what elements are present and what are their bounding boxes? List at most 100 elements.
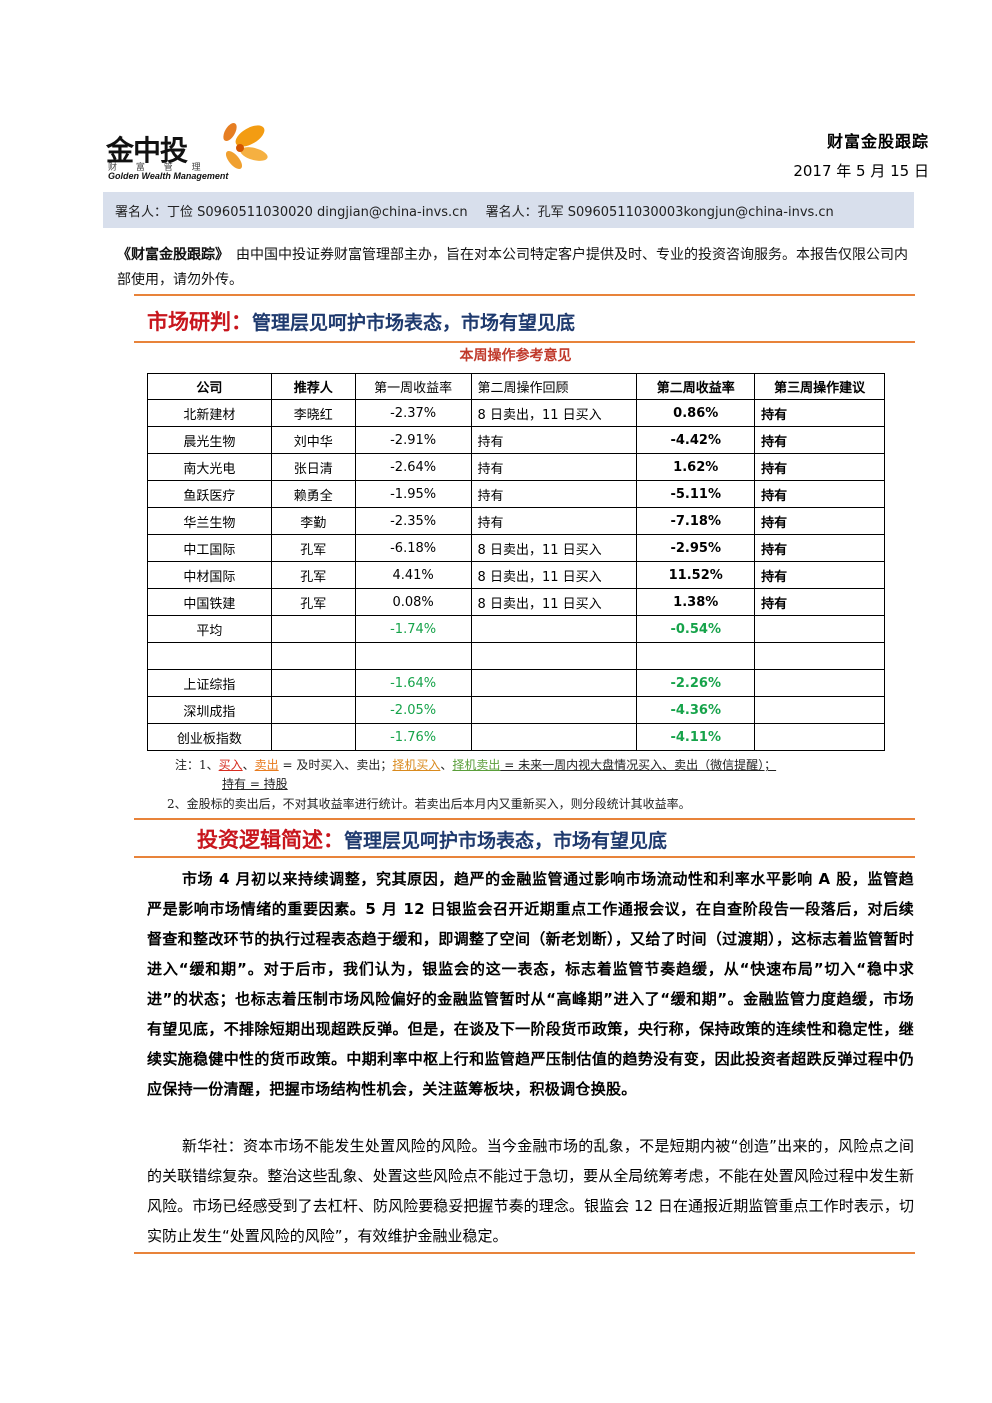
cell-week2-review: 8 日卖出，11 日买入 — [470, 399, 638, 427]
table-row: 鱼跃医疗赖勇全-1.95%持有-5.11%持有 — [147, 480, 885, 508]
cell-empty — [754, 696, 885, 724]
divider — [134, 856, 915, 858]
cell-empty — [270, 696, 356, 724]
cell-week3-advice: 持有 — [754, 507, 885, 535]
table-row: 中工国际孔军-6.18%8 日卖出，11 日买入-2.95%持有 — [147, 534, 885, 562]
section-key: 投资逻辑简述： — [197, 828, 344, 852]
intro-text: 由中国中投证券财富管理部主办，旨在对本公司特定客户提供及时、专业的投资咨询服务。… — [117, 247, 908, 288]
cell-empty — [270, 615, 356, 643]
cell-empty — [354, 642, 472, 670]
section-title-market: 市场研判：管理层见呵护市场表态，市场有望见底 — [147, 306, 575, 336]
cell-week3-advice: 持有 — [754, 480, 885, 508]
col-header: 第二周操作回顾 — [470, 373, 638, 400]
cell-company: 华兰生物 — [147, 507, 272, 535]
col-header: 第二周收益率 — [636, 373, 756, 400]
cell-recommender: 孔军 — [270, 534, 356, 562]
analysis-paragraph: 市场 4 月初以来持续调整，究其原因，趋严的金融监管通过影响市场流动性和利率水平… — [147, 870, 914, 1098]
blank-row — [147, 642, 885, 670]
cell-company: 北新建材 — [147, 399, 272, 427]
table-header-row: 公司 推荐人 第一周收益率 第二周操作回顾 第二周收益率 第三周操作建议 — [147, 373, 885, 400]
note-sep: 、 — [440, 758, 453, 772]
signer-1: 署名人：丁俭 S0960511030020 dingjian@china-inv… — [115, 204, 468, 220]
cell-company: 晨光生物 — [147, 426, 272, 454]
cell-recommender: 孔军 — [270, 588, 356, 616]
cell-week1-return: -1.64% — [354, 669, 472, 697]
cell-recommender: 李晓红 — [270, 399, 356, 427]
cell-week2-review: 8 日卖出，11 日买入 — [470, 588, 638, 616]
cell-week1-return: -2.37% — [354, 399, 472, 427]
table-row: 晨光生物刘中华-2.91%持有-4.42%持有 — [147, 426, 885, 454]
cell-empty — [636, 642, 756, 670]
cell-company: 鱼跃医疗 — [147, 480, 272, 508]
intro-paragraph: 《财富金股跟踪》 由中国中投证券财富管理部主办，旨在对本公司特定客户提供及时、专… — [117, 243, 917, 293]
signer-bar: 署名人：丁俭 S0960511030020 dingjian@china-inv… — [103, 192, 914, 228]
note-text: = 及时买入、卖出； — [278, 758, 393, 772]
note-prefix: 注：1、 — [175, 758, 219, 772]
cell-recommender: 张日清 — [270, 453, 356, 481]
divider — [134, 294, 915, 296]
cell-recommender: 刘中华 — [270, 426, 356, 454]
note-opt-sell: 择机卖出 — [452, 758, 501, 772]
cell-empty — [270, 642, 356, 670]
note-sep: 、 — [242, 758, 255, 772]
cell-week2-return: -5.11% — [636, 480, 756, 508]
cell-week2-review: 持有 — [470, 507, 638, 535]
cell-week2-review: 持有 — [470, 480, 638, 508]
section-subtitle: 管理层见呵护市场表态，市场有望见底 — [252, 312, 576, 334]
col-header: 第一周收益率 — [354, 373, 472, 400]
cell-week1-return: -1.76% — [354, 723, 472, 751]
cell-week3-advice: 持有 — [754, 561, 885, 589]
cell-empty — [470, 642, 638, 670]
cell-week2-return: -4.11% — [636, 723, 756, 751]
cell-week2-review: 持有 — [470, 426, 638, 454]
logo-subtitle: 财 富 管 理 — [108, 163, 209, 173]
note-1: 注：1、买入、卖出 = 及时买入、卖出；择机买入、择机卖出 = 未来一周内视大盘… — [175, 756, 776, 773]
cell-index-name: 深圳成指 — [147, 696, 272, 724]
cell-week3-advice: 持有 — [754, 426, 885, 454]
report-date: 2017 年 5 月 15 日 — [793, 162, 929, 180]
cell-week1-return: -2.35% — [354, 507, 472, 535]
cell-week2-return: -2.95% — [636, 534, 756, 562]
cell-index-name: 创业板指数 — [147, 723, 272, 751]
cell-week3-advice: 持有 — [754, 453, 885, 481]
cell-week2-review: 8 日卖出，11 日买入 — [470, 561, 638, 589]
signer-2: 署名人：孔军 S0960511030003kongjun@china-invs.… — [485, 204, 834, 220]
cell-empty — [754, 615, 885, 643]
intro-title: 《财富金股跟踪》 — [117, 247, 222, 263]
cell-week1-return: -2.91% — [354, 426, 472, 454]
cell-week2-return: 11.52% — [636, 561, 756, 589]
cell-label: 平均 — [147, 615, 272, 643]
cell-week2-return: -4.36% — [636, 696, 756, 724]
cell-empty — [470, 615, 638, 643]
table-row: 华兰生物李勤-2.35%持有-7.18%持有 — [147, 507, 885, 535]
cell-week1-return: -1.74% — [354, 615, 472, 643]
index-row: 创业板指数 -1.76% -4.11% — [147, 723, 885, 751]
note-hold: 持有 = 持股 — [222, 777, 288, 791]
table-caption: 本周操作参考意见 — [459, 348, 572, 364]
col-header: 第三周操作建议 — [754, 373, 885, 400]
cell-recommender: 孔军 — [270, 561, 356, 589]
col-header: 推荐人 — [270, 373, 356, 400]
report-name: 财富金股跟踪 — [826, 132, 929, 151]
cell-week2-return: -4.42% — [636, 426, 756, 454]
logo-english-name: Golden Wealth Management — [108, 171, 229, 181]
xinhua-paragraph: 新华社：资本市场不能发生处置风险的风险。当今金融市场的乱象，不是短期内被“创造”… — [147, 1137, 914, 1245]
cell-week2-return: -0.54% — [636, 615, 756, 643]
section-title-logic: 投资逻辑简述：管理层见呵护市场表态，市场有望见底 — [197, 824, 667, 854]
average-row: 平均 -1.74% -0.54% — [147, 615, 885, 643]
cell-company: 中工国际 — [147, 534, 272, 562]
cell-week3-advice: 持有 — [754, 588, 885, 616]
cell-empty — [147, 642, 272, 670]
cell-week3-advice: 持有 — [754, 399, 885, 427]
index-row: 上证综指-1.64%-2.26% — [147, 669, 885, 697]
cell-week1-return: -1.95% — [354, 480, 472, 508]
cell-index-name: 上证综指 — [147, 669, 272, 697]
cell-week2-return: 1.62% — [636, 453, 756, 481]
cell-empty — [754, 642, 885, 670]
note-text: = 未来一周内视大盘情况买入、卖出（微信提醒）； — [500, 758, 777, 772]
cell-week2-review: 8 日卖出，11 日买入 — [470, 534, 638, 562]
butterfly-logo-icon — [223, 122, 268, 170]
